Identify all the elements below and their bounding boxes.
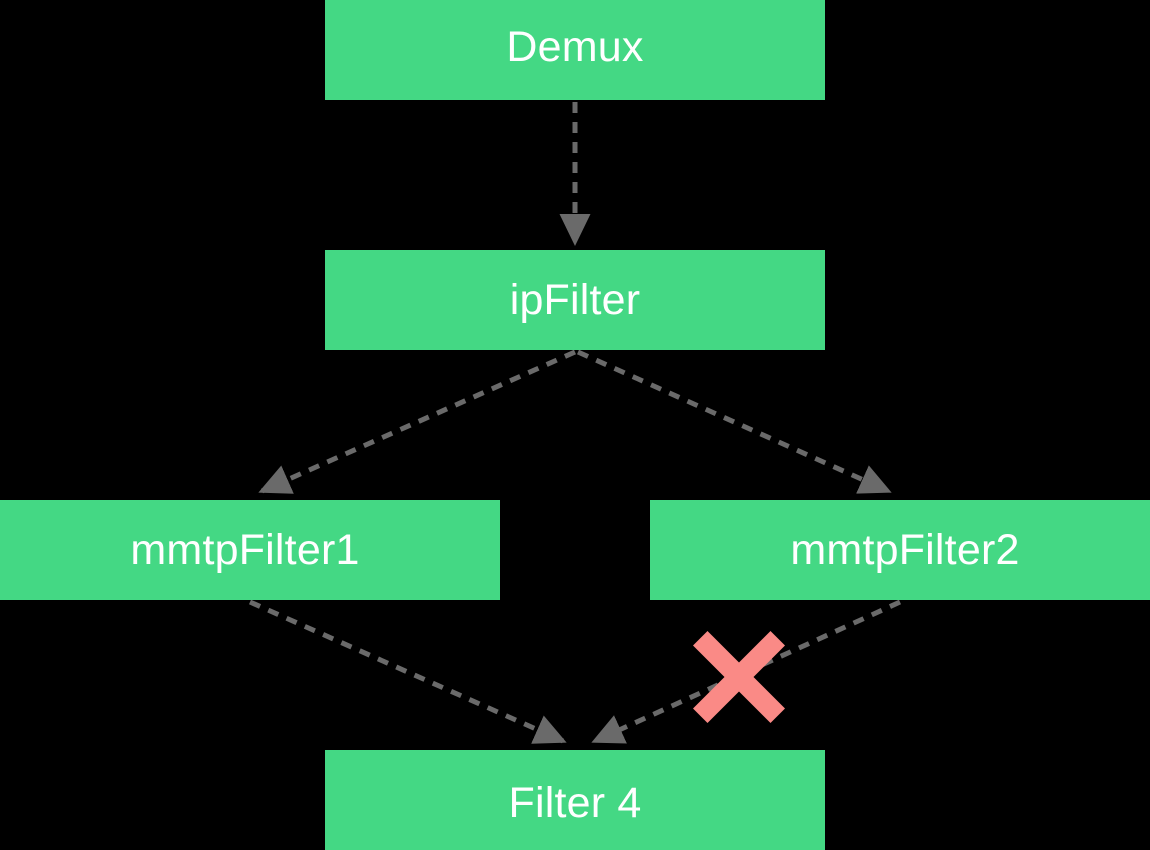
blocked-edge-x-icon: [693, 631, 785, 723]
node-demux[interactable]: Demux: [325, 0, 825, 100]
node-demux-label: Demux: [506, 22, 644, 71]
node-mmtpfilter1[interactable]: mmtpFilter1: [0, 500, 500, 600]
node-filter4[interactable]: Filter 4: [325, 750, 825, 850]
node-ipfilter-label: ipFilter: [509, 275, 641, 324]
node-mmtpfilter2[interactable]: mmtpFilter2: [650, 500, 1150, 600]
node-ipfilter[interactable]: ipFilter: [325, 250, 825, 350]
edge-ipfilter-to-mmtpfilter1: [258, 349, 577, 494]
node-mmtpfilter2-label: mmtpFilter2: [790, 525, 1020, 574]
node-filter4-label: Filter 4: [508, 778, 642, 827]
edge-ipfilter-to-mmtpfilter2: [576, 349, 892, 494]
edge-mmtpfilter1-to-filter4: [248, 599, 567, 744]
node-mmtpfilter1-label: mmtpFilter1: [130, 525, 360, 574]
